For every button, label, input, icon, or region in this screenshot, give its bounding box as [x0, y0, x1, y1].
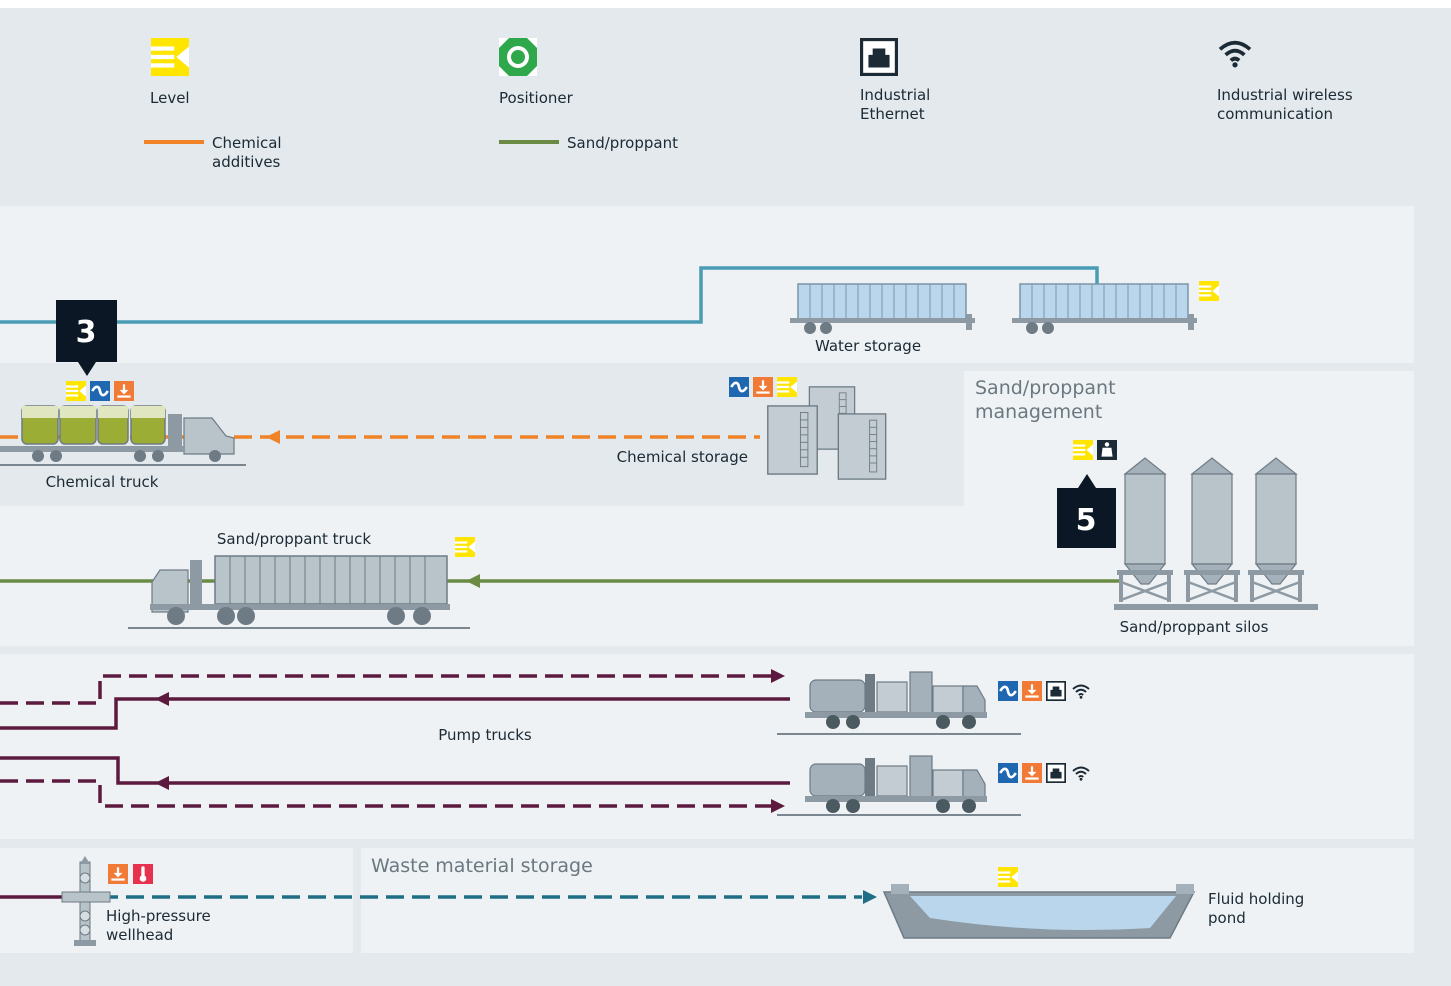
sand-section: Sand/proppant management: [0, 377, 1318, 636]
sand-truck: [128, 555, 470, 629]
pressure-icon: [108, 864, 128, 884]
sand-arrow: [466, 574, 480, 588]
legend-ethernet-line1: Industrial: [860, 86, 930, 104]
chemical-arrow: [266, 430, 280, 444]
flow-icon: [729, 377, 749, 397]
legend-wireless-line2: communication: [1217, 105, 1333, 123]
flow-icon: [998, 681, 1018, 701]
pressure-icon: [753, 377, 773, 397]
legend-wireless-line1: Industrial wireless: [1217, 86, 1353, 104]
wellhead-label-1: High-pressure: [106, 907, 211, 925]
sand-silos: [1114, 456, 1318, 610]
pond-label-2: pond: [1208, 909, 1246, 927]
flow-icon: [90, 381, 110, 401]
legend-chemical-line2: additives: [212, 153, 281, 171]
chemical-section: Chemical truck Chemical storage 3: [0, 300, 887, 491]
wellhead-label-2: wellhead: [106, 926, 173, 944]
fluid-holding-pond: [882, 884, 1196, 939]
chemical-truck-label: Chemical truck: [46, 473, 159, 491]
wellhead: [61, 856, 111, 946]
waste-storage-title: Waste material storage: [371, 855, 593, 877]
level-icon: [66, 381, 86, 401]
level-icon: [998, 867, 1018, 887]
sand-truck-label: Sand/proppant truck: [217, 530, 372, 548]
chemical-truck: [0, 405, 246, 466]
pump-line-3: [0, 756, 790, 785]
water-storage-label: Water storage: [815, 337, 921, 355]
level-icon: [1073, 440, 1093, 460]
temperature-icon: [133, 864, 153, 884]
waste-section: Waste material storage High-pressure wel…: [0, 855, 1304, 946]
level-icon: [455, 537, 475, 557]
level-icon: [777, 377, 797, 397]
legend-sand-label: Sand/proppant: [567, 134, 678, 152]
legend-chemical-line1: Chemical: [212, 134, 282, 152]
level-icon: [1199, 281, 1219, 301]
level-icon: [151, 38, 189, 76]
positioner-icon: [499, 38, 537, 76]
pump-line-1: [0, 674, 775, 705]
pond-label-1: Fluid holding: [1208, 890, 1304, 908]
ethernet-icon: [860, 38, 898, 76]
weight-icon: [1097, 440, 1117, 460]
sand-silos-label: Sand/proppant silos: [1120, 618, 1269, 636]
pump-trucks-label: Pump trucks: [438, 726, 532, 744]
sand-management-title-2: management: [975, 401, 1102, 423]
badge-5-number: 5: [1076, 503, 1097, 538]
legend: Level Positioner Industrial Ethernet Ind…: [144, 38, 1353, 171]
callout-badge-3: 3: [56, 300, 117, 376]
callout-badge-5: 5: [1057, 474, 1116, 548]
water-storage-section: Water storage: [0, 266, 1219, 355]
ethernet-icon: [1046, 763, 1066, 783]
pump-line-2: [0, 697, 790, 730]
pressure-icon: [1022, 763, 1042, 783]
pressure-icon: [1022, 681, 1042, 701]
water-line: [0, 266, 1099, 324]
ethernet-icon: [1046, 681, 1066, 701]
badge-3-number: 3: [76, 315, 97, 350]
pump-line-4: [0, 779, 775, 808]
legend-positioner-label: Positioner: [499, 89, 574, 107]
sand-management-title-1: Sand/proppant: [975, 377, 1116, 399]
pressure-icon: [114, 381, 134, 401]
pump-trucks-section: Pump trucks: [0, 669, 1090, 816]
flow-icon: [998, 763, 1018, 783]
legend-level-label: Level: [150, 89, 190, 107]
chemical-storage-label: Chemical storage: [617, 448, 748, 466]
legend-ethernet-line2: Ethernet: [860, 105, 925, 123]
